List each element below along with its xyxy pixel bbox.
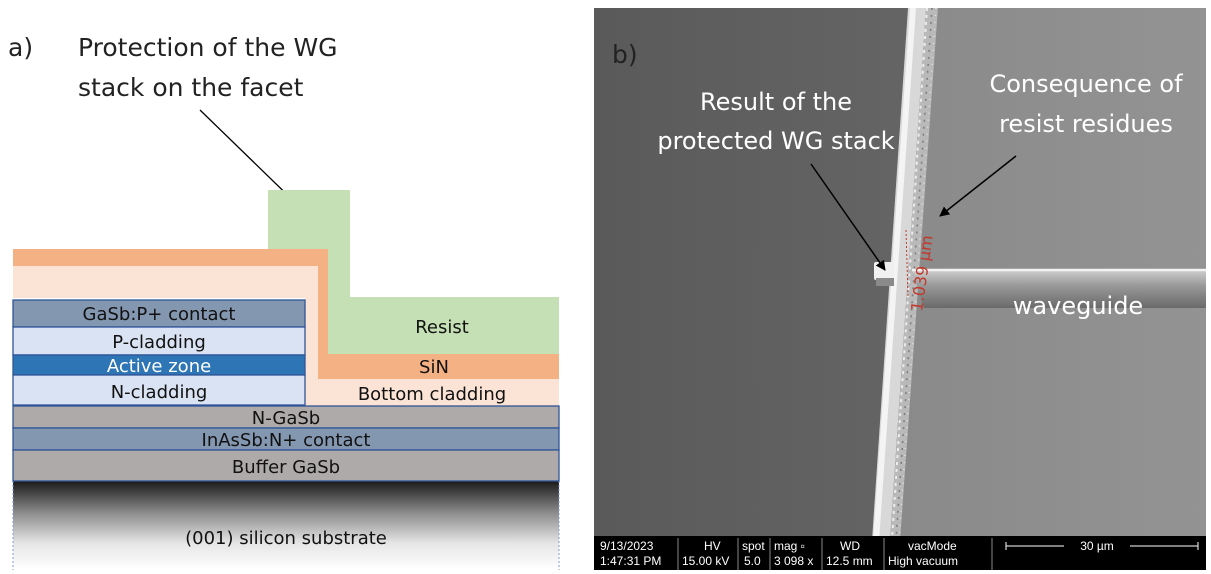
n-cladding-layer [12,374,306,406]
databar-vac-label: vacMode [908,539,957,553]
databar-date: 9/13/2023 [600,539,654,553]
panel-a-layer-stack: a) Protection of the WG stack on the fac… [0,0,578,570]
databar-hv-value: 15.00 kV [682,554,729,568]
databar-hv-label: HV [704,539,721,553]
panel-a-title-line1: Protection of the WG [78,33,338,62]
n-cladding-label: N-cladding [111,382,208,403]
inassb-contact-label: InAsSb:N+ contact [202,430,371,451]
databar-spot-value: 5.0 [744,554,761,568]
silicon-substrate-label: (001) silicon substrate [185,528,387,549]
panel-b-label: b) [612,40,638,69]
n-gasb-label: N-GaSb [252,408,320,429]
gasb-contact-label: GaSb:P+ contact [83,304,236,325]
bottom-cladding-label: Bottom cladding [358,384,506,405]
gasb-contact-layer [12,299,306,328]
waveguide-label: waveguide [1013,292,1143,320]
annotation-right-line2: resist residues [999,110,1173,138]
resist-label: Resist [415,317,469,338]
annotation-left-line2: protected WG stack [657,127,894,155]
databar-vac-value: High vacuum [888,554,958,568]
databar-spot-label: spot [742,539,765,553]
silicon-substrate [13,481,559,570]
annotation-left-line1: Result of the [700,88,852,116]
buffer-gasb-label: Buffer GaSb [232,457,340,478]
sem-databar: 9/13/2023 1:47:31 PM HV 15.00 kV spot 5.… [594,536,1206,570]
annotation-left-arrow [810,163,886,271]
bottom-cladding-layer [13,266,559,406]
databar-scale-label: 30 µm [1080,539,1114,553]
waveguide [912,270,1206,308]
sem-micrograph: 1.039 µm b) Result of the protected WG s… [594,8,1206,570]
databar-wd-label: WD [840,539,860,553]
active-zone-label: Active zone [107,356,211,377]
buffer-gasb-layer [12,449,560,482]
p-cladding-label: P-cladding [112,332,206,353]
panel-b-sem-image: 1.039 µm b) Result of the protected WG s… [594,8,1206,570]
protected-wg-stack [874,262,894,280]
databar-time: 1:47:31 PM [600,554,661,568]
annotation-right-line1: Consequence of [989,70,1183,98]
databar-wd-value: 12.5 mm [826,554,873,568]
sin-layer [13,249,559,379]
databar-mag-value: 3 098 x [774,554,813,568]
panel-a-label: a) [8,33,33,62]
databar-mag-label: mag ▫ [774,539,805,553]
panel-a-title-line2: stack on the facet [78,73,304,102]
sin-label: SiN [419,357,449,378]
layer-stack-diagram: a) Protection of the WG stack on the fac… [8,33,560,570]
resist-layer [268,190,559,354]
annotation-right-arrow [939,155,1017,217]
